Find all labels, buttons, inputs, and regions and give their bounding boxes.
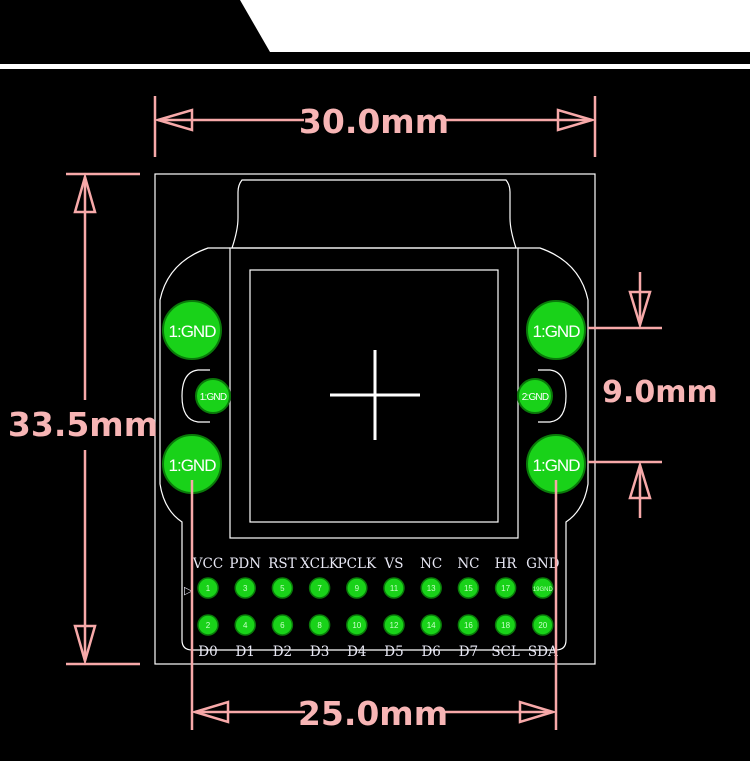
small-pad: 2:GND xyxy=(517,378,553,414)
pin-label-top: RST xyxy=(268,556,296,572)
pad-label: 1:GND xyxy=(169,322,217,341)
pin-header: VCC12D0PDN34D1RST56D2XCLK78D3PCLK910D4VS… xyxy=(192,556,560,660)
header-pin: 12 xyxy=(383,614,405,636)
dimension-lines xyxy=(66,96,662,730)
pin-label-bottom: D3 xyxy=(310,644,329,660)
pin-label-bottom: D1 xyxy=(235,644,254,660)
pin-number: 5 xyxy=(280,584,285,593)
pin-label-top: VS xyxy=(384,556,404,572)
mount-pad: 1:GND xyxy=(526,300,586,360)
pin-label-top: HR xyxy=(495,556,518,572)
pin-number: 6 xyxy=(280,621,285,630)
pin-label-top: NC xyxy=(457,556,479,572)
pin-number: 18 xyxy=(501,621,510,630)
header-pin: 2 xyxy=(197,614,219,636)
pin-label-bottom: D4 xyxy=(347,644,366,660)
pin-number: 1 xyxy=(206,584,211,593)
pin-number: 11 xyxy=(390,584,399,593)
header-pin: 20 xyxy=(532,614,554,636)
pad-label: 1:GND xyxy=(533,456,581,475)
header-pin: 18 xyxy=(494,614,517,636)
header-pin: 4 xyxy=(234,614,256,636)
pin-number: 17 xyxy=(501,584,510,593)
pin-span-dimension-label: 25.0mm xyxy=(298,694,448,733)
pin-number: 10 xyxy=(352,621,361,630)
pin-label-bottom: D7 xyxy=(459,644,478,660)
pad-label: 2:GND xyxy=(522,392,549,403)
pad-label: 1:GND xyxy=(200,392,227,403)
pin-number: 9 xyxy=(355,584,360,593)
pin-label-bottom: SDA xyxy=(528,644,558,660)
pin1-marker: ▷ xyxy=(184,585,193,597)
header-pin: 17 xyxy=(494,577,517,599)
pin-number: 3 xyxy=(243,584,248,593)
pad-spacing-dimension-label: 9.0mm xyxy=(602,375,718,410)
header-band xyxy=(240,0,750,52)
pin-label-top: XCLK xyxy=(300,556,340,572)
pin-number: 20 xyxy=(538,621,547,630)
pin-number: 14 xyxy=(427,621,436,630)
header-pin: 11 xyxy=(383,577,405,599)
header-pin: 5 xyxy=(271,577,294,599)
pin-label-top: NC xyxy=(420,556,442,572)
header-pin: 6 xyxy=(271,614,294,636)
header-pin: 19GND xyxy=(532,577,554,599)
pin-number: 13 xyxy=(427,584,436,593)
mount-pad: 1:GND xyxy=(526,434,586,494)
header-pin: 16 xyxy=(457,614,480,636)
pad-label: 1:GND xyxy=(533,322,581,341)
header-pin: 7 xyxy=(308,577,331,599)
mount-pads: 1:GND 1:GND 1:GND 1:GND 1:GND 2:GND xyxy=(162,300,586,494)
header-pin: 8 xyxy=(308,614,331,636)
pin-number: 7 xyxy=(317,584,322,593)
pin-label-top: GND xyxy=(526,556,560,572)
header-rule xyxy=(0,64,750,69)
mount-pad: 1:GND xyxy=(162,300,222,360)
pin-label-top: PCLK xyxy=(338,556,377,572)
pin-label-bottom: D0 xyxy=(198,644,217,660)
pad-label: 1:GND xyxy=(169,456,217,475)
pin-number: 19GND xyxy=(533,587,554,593)
pin-label-top: PDN xyxy=(229,556,261,572)
crosshair-icon xyxy=(330,350,420,440)
header-pin: 9 xyxy=(346,577,368,599)
pin-label-bottom: D2 xyxy=(273,644,292,660)
board-outline xyxy=(154,173,596,665)
pin-label-top: VCC xyxy=(192,556,223,572)
pin-number: 16 xyxy=(464,621,473,630)
header-pin: 3 xyxy=(234,577,256,599)
pin-number: 8 xyxy=(317,621,322,630)
header-pin: 14 xyxy=(420,614,442,636)
header-pin: 10 xyxy=(346,614,368,636)
header-pin: 1 xyxy=(197,577,219,599)
pin-number: 12 xyxy=(390,621,399,630)
height-dimension-label: 33.5mm xyxy=(8,405,158,444)
pin-label-bottom: SCL xyxy=(491,644,520,660)
width-dimension-label: 30.0mm xyxy=(299,102,449,141)
pin-label-bottom: D6 xyxy=(421,644,440,660)
mount-pad: 1:GND xyxy=(162,434,222,494)
pin-number: 2 xyxy=(206,621,211,630)
pin-number: 4 xyxy=(243,621,248,630)
pin-label-bottom: D5 xyxy=(384,644,403,660)
arrow-icon xyxy=(73,108,652,724)
header-pin: 15 xyxy=(457,577,480,599)
header-pin: 13 xyxy=(420,577,442,599)
small-pad: 1:GND xyxy=(195,378,231,414)
pin-number: 15 xyxy=(464,584,473,593)
